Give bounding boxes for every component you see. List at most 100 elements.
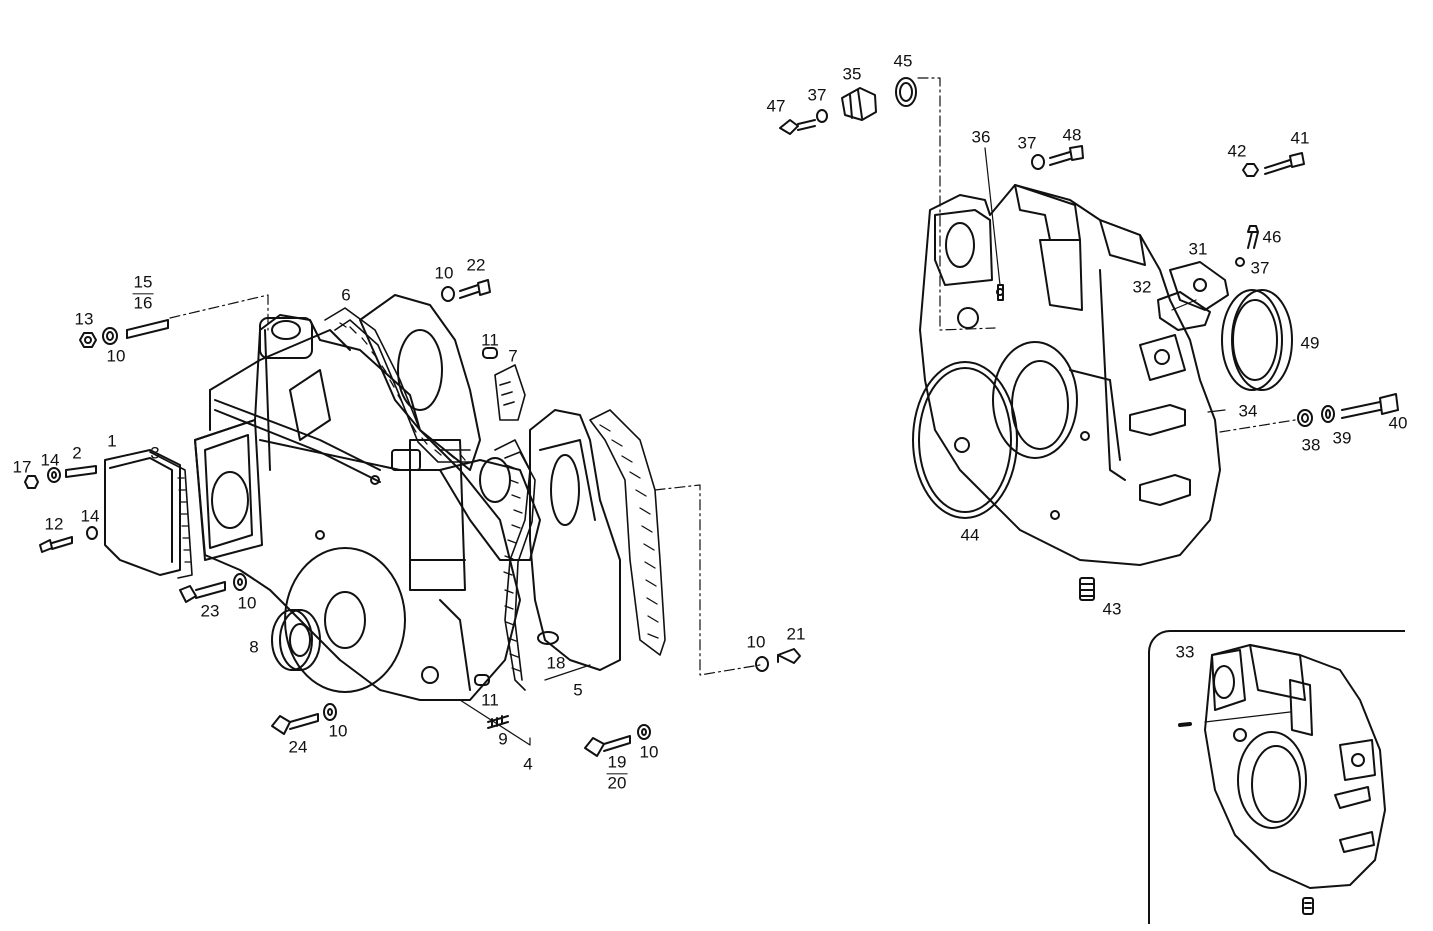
washer-37-mid <box>1031 154 1045 170</box>
callout-22: 22 <box>466 255 486 275</box>
guide-lines-right <box>917 77 1296 433</box>
callout-43: 43 <box>1102 599 1122 619</box>
cover-gasket-3 <box>149 451 193 579</box>
callout-13: 13 <box>74 309 94 329</box>
callout-23: 23 <box>200 601 220 621</box>
gasket-32 <box>1157 291 1211 331</box>
bolt-22 <box>459 279 491 299</box>
bolt-12 <box>39 536 73 553</box>
callout-11-b: 11 <box>481 690 499 710</box>
callout-15-16: 15 16 <box>132 273 154 312</box>
callout-9: 9 <box>498 729 508 749</box>
callout-14-a: 14 <box>40 450 60 470</box>
callout-34: 34 <box>1238 401 1258 421</box>
callout-10-b: 10 <box>434 263 454 283</box>
bolt-46 <box>1247 225 1259 249</box>
flywheel-housing <box>919 184 1221 566</box>
callout-39: 39 <box>1332 428 1352 448</box>
rear-plate <box>529 409 621 671</box>
callout-14-b: 14 <box>80 506 100 526</box>
callout-10-d: 10 <box>328 721 348 741</box>
seal-ring-8 <box>271 609 321 671</box>
seal-ring-49 <box>1221 289 1293 391</box>
washer-10-right <box>755 656 769 672</box>
washer-10-top <box>441 286 455 302</box>
timing-case-body <box>194 294 541 701</box>
callout-41: 41 <box>1290 128 1310 148</box>
bolt-40 <box>1341 393 1399 419</box>
callout-7: 7 <box>508 346 518 366</box>
bolt-48 <box>1049 145 1084 166</box>
pin-11-upper <box>482 347 498 359</box>
callout-10-f: 10 <box>746 632 766 652</box>
nut-17 <box>24 475 39 489</box>
callout-8: 8 <box>249 637 259 657</box>
callout-4: 4 <box>523 754 533 774</box>
callout-37-b: 37 <box>1017 133 1037 153</box>
callout-2: 2 <box>72 443 82 463</box>
callout-1: 1 <box>107 431 117 451</box>
bolt-41 <box>1264 152 1305 175</box>
bolt-15-16 <box>126 319 169 339</box>
callout-36: 36 <box>971 127 991 147</box>
o-ring-44 <box>912 361 1018 519</box>
callout-18: 18 <box>546 653 566 673</box>
gasket-6 <box>324 307 471 463</box>
washer-14-b <box>86 526 98 540</box>
callout-3: 3 <box>150 443 160 463</box>
bolt-23 <box>179 581 226 603</box>
callout-15: 15 <box>132 273 154 294</box>
washer-10-bottom-right <box>637 724 651 740</box>
washer-37-top <box>816 109 828 123</box>
callout-19: 19 <box>606 753 628 774</box>
gasket-5 <box>494 439 536 691</box>
washer-37-right <box>1235 257 1245 267</box>
nut-42 <box>1242 163 1259 177</box>
callout-32: 32 <box>1132 277 1152 297</box>
stud-2 <box>65 465 97 478</box>
callout-31: 31 <box>1188 239 1208 259</box>
callout-33: 33 <box>1175 642 1195 662</box>
ring-45 <box>895 77 917 107</box>
callout-21: 21 <box>786 624 806 644</box>
callout-38: 38 <box>1301 435 1321 455</box>
gasket-7 <box>494 364 526 421</box>
gasket-rear <box>589 409 666 656</box>
cover-31 <box>1169 261 1229 311</box>
callout-46: 46 <box>1262 227 1282 247</box>
bolt-47 <box>779 119 816 135</box>
callout-12: 12 <box>44 514 64 534</box>
callout-45: 45 <box>893 51 913 71</box>
callout-42: 42 <box>1227 141 1247 161</box>
callout-44: 44 <box>960 525 980 545</box>
callout-40: 40 <box>1388 413 1408 433</box>
bolt-19-20 <box>584 735 631 757</box>
stud-9 <box>487 715 509 729</box>
callout-35: 35 <box>842 64 862 84</box>
pin-11-lower <box>474 674 490 686</box>
callout-37-c: 37 <box>1250 258 1270 278</box>
bolt-21 <box>777 648 801 664</box>
nut-13 <box>79 332 97 348</box>
guide-lines-left <box>169 294 761 676</box>
washer-10-mid-left <box>233 573 247 591</box>
callout-47: 47 <box>766 96 786 116</box>
inset-housing-33 <box>1178 644 1386 915</box>
callout-16: 16 <box>133 293 153 312</box>
pin-36 <box>997 284 1004 301</box>
washer-10-top-left <box>102 327 118 345</box>
callout-11-a: 11 <box>481 330 499 350</box>
inset-frame <box>1148 630 1405 924</box>
washer-39 <box>1321 405 1335 423</box>
bolt-24 <box>271 713 319 735</box>
callout-24: 24 <box>288 737 308 757</box>
leader-lines-right <box>984 147 1226 413</box>
callout-6: 6 <box>341 285 351 305</box>
callout-17: 17 <box>12 457 32 477</box>
callout-37-a: 37 <box>807 85 827 105</box>
callout-5: 5 <box>573 680 583 700</box>
callout-20: 20 <box>607 773 627 792</box>
leader-lines-left <box>459 664 591 746</box>
